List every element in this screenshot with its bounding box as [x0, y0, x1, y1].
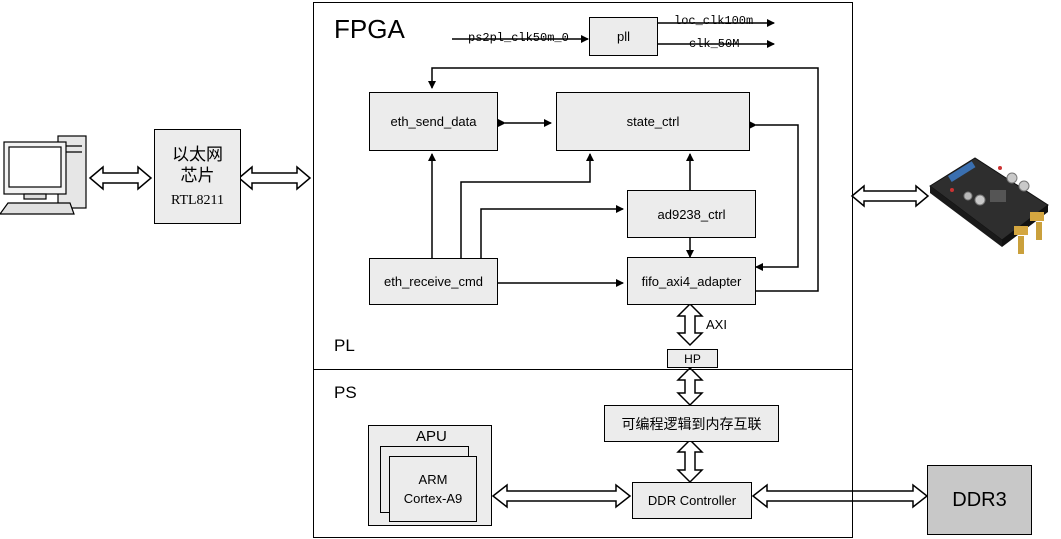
interconnect-block: 可编程逻辑到内存互联	[604, 405, 779, 442]
eth-fpga-arrow	[237, 165, 312, 191]
pl-label: PL	[334, 336, 355, 355]
arm-line2: Cortex-A9	[403, 491, 463, 506]
fpga-title: FPGA	[334, 14, 405, 44]
recv-to-state-wire	[460, 153, 594, 258]
state-ctrl-block: state_ctrl	[556, 92, 750, 151]
fifo-hp-arrow	[676, 302, 704, 347]
eth-chip-line1: 以太网	[172, 144, 223, 165]
pl-ps-divider	[313, 369, 853, 370]
desktop-computer-icon	[0, 135, 87, 215]
apu-label: APU	[416, 428, 447, 445]
pc-eth-arrow	[88, 165, 153, 191]
ethernet-chip-block: 以太网 芯片 RTL8211	[154, 129, 241, 224]
adc-board-icon	[929, 157, 1049, 254]
ddr-controller-block: DDR Controller	[632, 482, 752, 519]
arm-core-block: ARM Cortex-A9	[389, 456, 477, 522]
fifo-to-send-wire	[428, 67, 819, 292]
recv-to-ad-wire	[480, 205, 624, 258]
clk-out1-label: loc_clk100m	[674, 14, 754, 28]
axi-label: AXI	[706, 317, 727, 332]
apu-ddrctrl-arrow	[491, 483, 632, 509]
hp-port: HP	[667, 349, 718, 368]
fpga-frame	[313, 2, 853, 538]
ddr3-block: DDR3	[927, 465, 1032, 535]
clk-out2-label: clk_50M	[689, 37, 740, 51]
pll-block: pll	[589, 17, 658, 56]
arm-line1: ARM	[418, 472, 448, 487]
state-fifo-wire	[749, 121, 799, 271]
eth-chip-line3: RTL8211	[170, 192, 225, 208]
ps-label: PS	[334, 383, 357, 402]
clk-input-label: ps2pl_clk50m_0	[468, 31, 569, 45]
eth-send-data-block: eth_send_data	[369, 92, 498, 151]
eth-chip-line2: 芯片	[180, 165, 215, 186]
fpga-adc-arrow	[850, 184, 930, 208]
ad9238-ctrl-block: ad9238_ctrl	[627, 190, 756, 238]
fifo-axi4-adapter-block: fifo_axi4_adapter	[627, 257, 756, 305]
eth-receive-cmd-block: eth_receive_cmd	[369, 258, 498, 305]
